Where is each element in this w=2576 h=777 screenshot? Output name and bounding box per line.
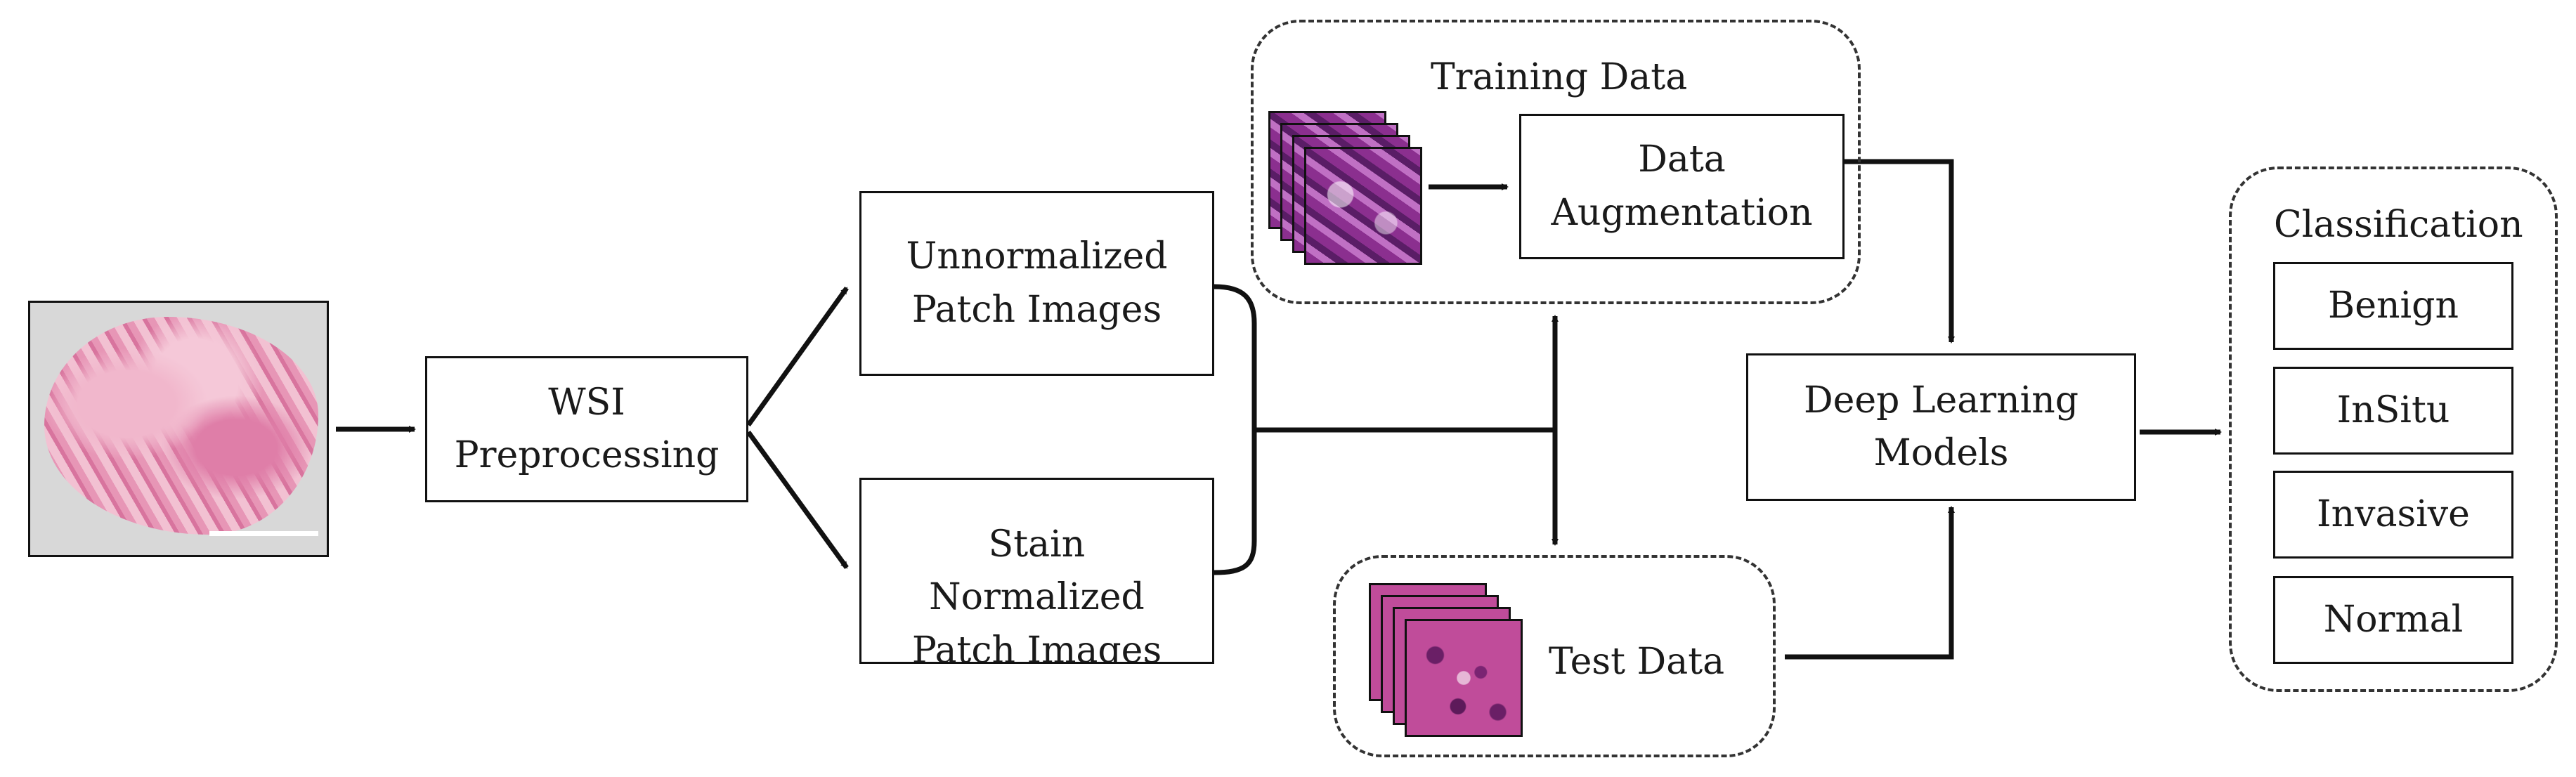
- test-thumb-4: [1405, 619, 1523, 737]
- arrow-test-to-models: [1785, 506, 1955, 660]
- test-data-group: [1333, 555, 1776, 757]
- class-normal-box: Normal: [2273, 576, 2513, 664]
- stain-normalized-line-3: Patch Images: [911, 629, 1162, 664]
- class-normal-label: Normal: [2323, 598, 2464, 641]
- data-augmentation-line-1: Data: [1638, 138, 1726, 181]
- stain-normalized-patch-images-box: Stain Normalized Patch Images: [859, 478, 1214, 664]
- deep-learning-line-1: Deep Learning: [1803, 379, 2079, 422]
- wsi-preprocessing-line-1: WSI: [548, 381, 625, 424]
- class-invasive-box: Invasive: [2273, 471, 2513, 559]
- patch-bracket: [1214, 284, 1257, 575]
- test-data-label: Test Data: [1549, 641, 1725, 683]
- arrow-preprocessing-to-unnormalized: [746, 286, 849, 427]
- class-insitu-box: InSitu: [2273, 367, 2513, 455]
- training-thumb-4: [1304, 147, 1422, 265]
- data-augmentation-line-2: Augmentation: [1551, 191, 1813, 234]
- wsi-slide-image: [28, 301, 329, 557]
- arrow-preprocessing-to-stain: [746, 430, 849, 570]
- class-benign-label: Benign: [2328, 284, 2459, 327]
- unnormalized-line-2: Patch Images: [911, 288, 1162, 331]
- class-insitu-label: InSitu: [2336, 388, 2450, 431]
- wsi-preprocessing-line-2: Preprocessing: [454, 434, 720, 476]
- training-data-group: [1251, 20, 1861, 304]
- arrow-augmentation-to-models: [1845, 159, 1955, 344]
- deep-learning-line-2: Models: [1873, 432, 2009, 474]
- unnormalized-patch-images-box: Unnormalized Patch Images: [859, 191, 1214, 376]
- wsi-preprocessing-box: WSI Preprocessing: [425, 356, 748, 502]
- classification-title: Classification: [2274, 204, 2523, 246]
- data-augmentation-box: Data Augmentation: [1519, 114, 1845, 259]
- stain-normalized-line-1: Stain: [988, 523, 1086, 566]
- tissue-sample: [44, 317, 318, 535]
- class-benign-box: Benign: [2273, 262, 2513, 350]
- stain-normalized-line-2: Normalized: [929, 576, 1145, 619]
- scale-bar: [209, 531, 318, 536]
- training-data-title: Training Data: [1431, 56, 1688, 98]
- deep-learning-models-box: Deep Learning Models: [1746, 353, 2136, 501]
- class-invasive-label: Invasive: [2317, 492, 2470, 535]
- classification-group: [2229, 166, 2558, 692]
- unnormalized-line-1: Unnormalized: [906, 235, 1168, 278]
